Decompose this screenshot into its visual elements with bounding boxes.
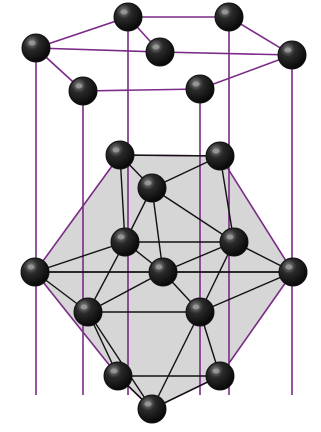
atom — [21, 258, 49, 286]
atom-highlight — [145, 402, 152, 407]
atom — [106, 141, 134, 169]
atom-highlight — [285, 48, 292, 53]
atom — [206, 142, 234, 170]
atom-highlight — [121, 10, 128, 15]
atom-highlight — [81, 305, 88, 310]
atom — [186, 75, 214, 103]
atom-highlight — [111, 369, 118, 374]
prism-top-edge — [36, 17, 128, 48]
atom — [279, 258, 307, 286]
prism-top-edge — [160, 52, 292, 55]
atom — [215, 3, 243, 31]
atom-highlight — [193, 305, 200, 310]
atom-highlight — [193, 82, 200, 87]
atom — [138, 395, 166, 423]
atom — [206, 362, 234, 390]
atom-highlight — [76, 84, 83, 89]
atom-highlight — [156, 265, 163, 270]
atom — [220, 228, 248, 256]
atom-highlight — [222, 10, 229, 15]
atom-highlight — [28, 265, 35, 270]
atom — [278, 41, 306, 69]
atom — [146, 38, 174, 66]
atom — [22, 34, 50, 62]
atom — [69, 77, 97, 105]
atom-highlight — [286, 265, 293, 270]
atom — [114, 3, 142, 31]
atom — [138, 174, 166, 202]
prism-top-edge — [200, 55, 292, 89]
atom-highlight — [153, 45, 160, 50]
atom — [74, 298, 102, 326]
atom — [186, 298, 214, 326]
atom-highlight — [113, 148, 120, 153]
atom-highlight — [118, 235, 125, 240]
atom — [111, 228, 139, 256]
atom-highlight — [213, 149, 220, 154]
bond-line — [120, 155, 220, 156]
prism-top-edge — [36, 48, 160, 52]
atom-highlight — [213, 369, 220, 374]
prism-top-edge — [83, 89, 200, 91]
atom-highlight — [29, 41, 36, 46]
atom-highlight — [145, 181, 152, 186]
atom-highlight — [227, 235, 234, 240]
atom — [104, 362, 132, 390]
atom — [149, 258, 177, 286]
